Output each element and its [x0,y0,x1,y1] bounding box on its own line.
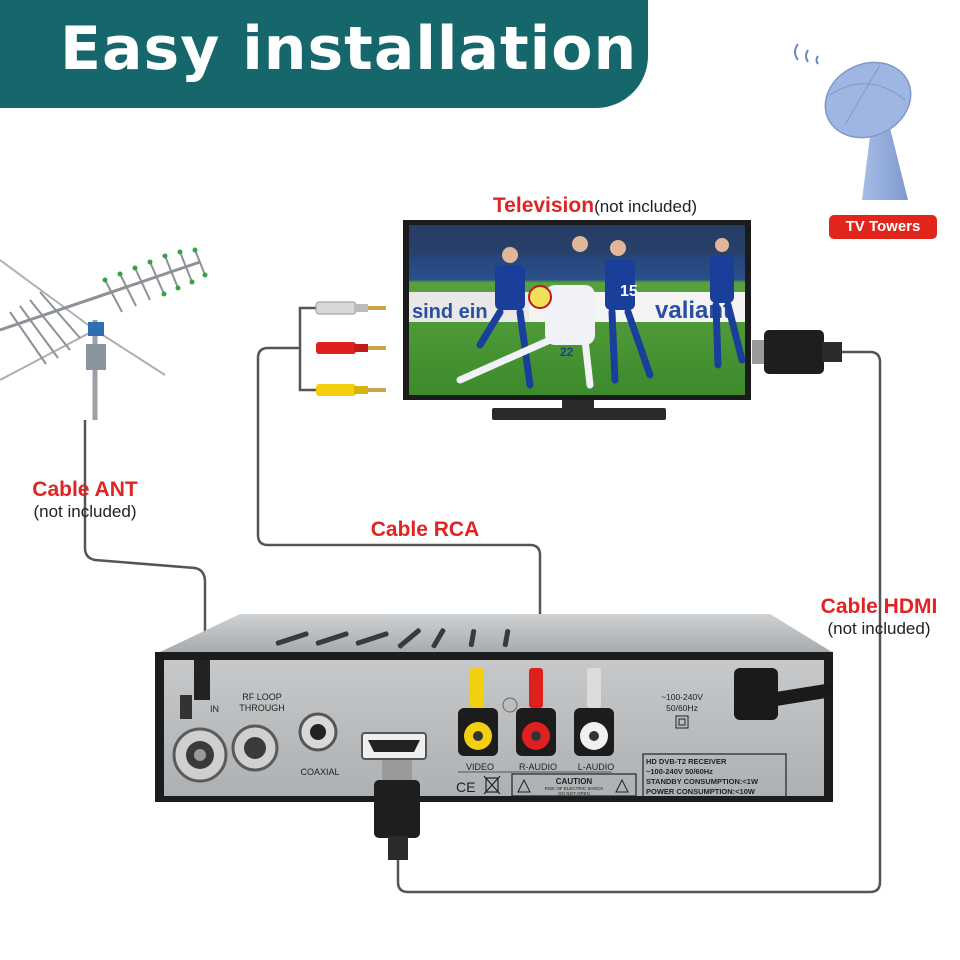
tv-towers-badge: TV Towers [829,215,937,239]
spec-line-1: HD DVB-T2 RECEIVER [646,757,727,766]
television-label: Television [492,194,595,217]
ce-mark: CE [456,779,475,795]
caution-sub2: DO NOT OPEN [558,791,589,796]
hdmi-plug-box [374,760,420,860]
r-audio-label: R-AUDIO [519,762,557,772]
cable-ant-group: Cable ANT (not included) [10,478,160,522]
television: sind ein valiant 22 15 [403,220,751,420]
video-label: VIDEO [466,762,494,772]
coaxial-label: COAXIAL [300,767,339,777]
caution-sub1: RISK OF ELECTRIC SHOCK [545,786,604,791]
yagi-antenna [0,247,208,420]
cable-rca-group: Cable RCA [355,518,495,542]
banner-title: Easy installation [60,14,638,84]
player-number-22: 22 [560,345,574,359]
dvb-receiver: IN RF LOOP THROUGH COAXIAL VIDEO R-AUDIO… [155,614,834,802]
power-frequency: 50/60Hz [666,703,698,713]
spec-line-3: STANDBY CONSUMPTION:<1W [646,777,759,786]
rf-loop-label: RF LOOP [242,692,282,702]
ant-in-label: IN [210,704,219,714]
cable-ant-label: Cable ANT [32,478,138,501]
rf-through-label: THROUGH [239,703,285,713]
ad-text-left: sind ein [412,301,488,323]
title-banner: Easy installation [0,0,648,108]
power-rating: ~100-240V [661,692,703,702]
spec-line-4: POWER CONSUMPTION:<10W [646,787,756,796]
caution-label: CAUTION [556,777,593,786]
cable-rca-label: Cable RCA [370,518,480,541]
television-note: (not included) [594,197,698,216]
cable-hdmi-group: Cable HDMI (not included) [806,595,952,639]
cable-hdmi-label: Cable HDMI [820,595,938,618]
hdmi-plug-tv [752,330,842,374]
cable-ant-note: (not included) [33,502,137,521]
spec-line-2: ~100-240V 50/60Hz [646,767,713,776]
l-audio-label: L-AUDIO [578,762,615,772]
tv-tower-icon [794,43,912,200]
rca-plugs-tv [315,301,386,396]
player-number-15: 15 [620,283,638,300]
television-label-group: Television(not included) [470,194,720,218]
cable-hdmi-note: (not included) [827,619,931,638]
weee-bin-icon [483,775,501,795]
